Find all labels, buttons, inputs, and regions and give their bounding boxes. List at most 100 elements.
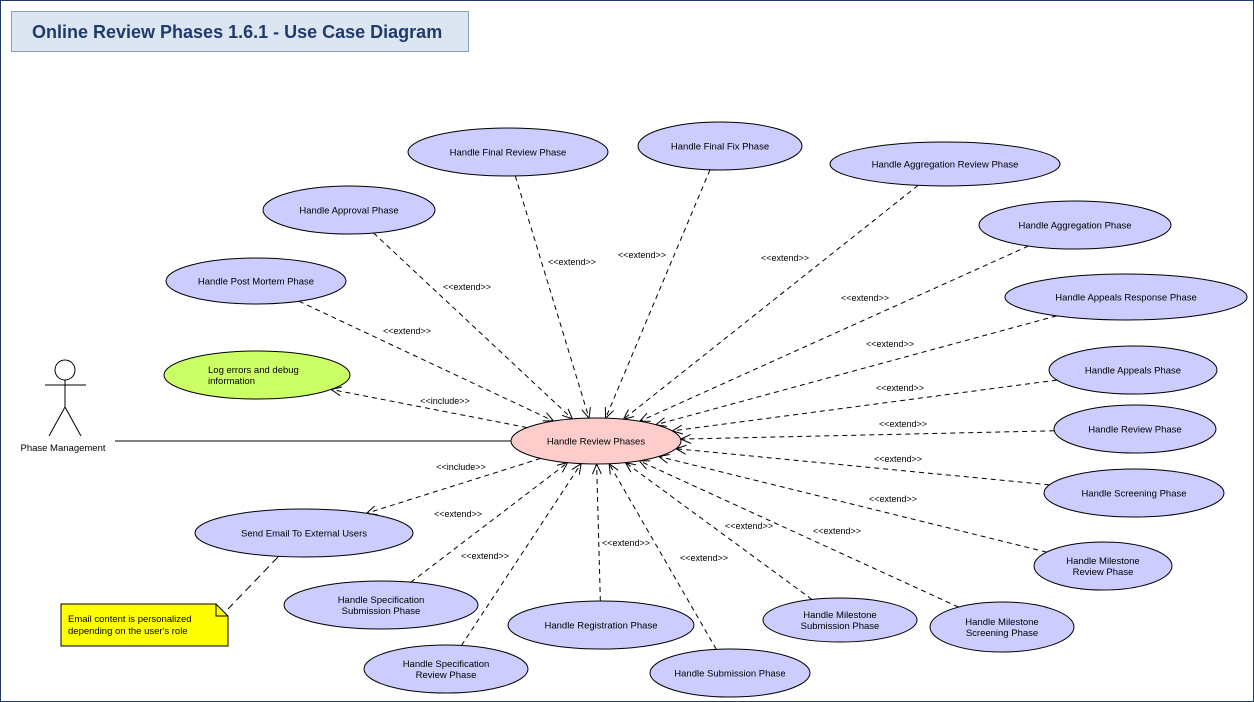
- extend-line-spec-review: [461, 463, 582, 646]
- extend-label: <<extend>>: [602, 538, 650, 548]
- use-case-submission[interactable]: Handle Submission Phase: [649, 648, 811, 698]
- use-case-ellipse: [1053, 404, 1217, 454]
- use-case-approval[interactable]: Handle Approval Phase: [262, 185, 436, 235]
- extend-line-milestone-submission: [625, 462, 813, 600]
- use-case-ellipse: [829, 141, 1061, 187]
- use-case-post-mortem[interactable]: Handle Post Mortem Phase: [165, 257, 347, 305]
- use-case-label: Handle Registration Phase: [544, 621, 657, 632]
- use-case-ellipse: [194, 508, 414, 558]
- extend-line-review: [680, 430, 1055, 440]
- extend-line-final-fix: [605, 169, 711, 419]
- use-case-label: Handle Specification: [403, 659, 490, 670]
- extend-line-appeals-response: [655, 315, 1057, 426]
- title-box: Online Review Phases 1.6.1 - Use Case Di…: [11, 11, 469, 52]
- use-case-final-fix[interactable]: Handle Final Fix Phase: [637, 121, 803, 171]
- include-line-send-email: [366, 457, 541, 514]
- use-case-final-review[interactable]: Handle Final Review Phase: [407, 127, 609, 177]
- use-case-ellipse: [929, 601, 1075, 653]
- use-case-ellipse: [762, 597, 918, 643]
- use-case-label: Log errors and debug: [208, 365, 299, 376]
- use-case-appeals[interactable]: Handle Appeals Phase: [1048, 345, 1218, 395]
- use-case-screening[interactable]: Handle Screening Phase: [1043, 468, 1225, 518]
- use-case-label: Review Phase: [416, 670, 477, 681]
- extend-label: <<extend>>: [866, 339, 914, 349]
- use-case-registration[interactable]: Handle Registration Phase: [507, 600, 695, 650]
- stick-figure-actor-icon: [45, 359, 86, 437]
- use-case-ellipse: [1033, 541, 1173, 591]
- extend-label: <<extend>>: [879, 419, 927, 429]
- use-case-ellipse: [510, 417, 682, 465]
- use-case-label: Screening Phase: [966, 628, 1038, 639]
- use-case-ellipse: [507, 600, 695, 650]
- use-case-ellipse: [363, 644, 529, 694]
- use-case-aggregation[interactable]: Handle Aggregation Phase: [978, 200, 1172, 250]
- use-case-ellipse: [262, 185, 436, 235]
- use-case-label: information: [208, 376, 255, 387]
- use-case-label: Handle Screening Phase: [1081, 489, 1186, 500]
- extend-line-post-mortem: [298, 300, 554, 422]
- use-case-review[interactable]: Handle Review Phase: [1053, 404, 1217, 454]
- note-text: Email content is personalized: [68, 614, 192, 625]
- use-case-label: Handle Aggregation Review Phase: [872, 160, 1019, 171]
- actor-phase-management[interactable]: Phase Management: [20, 359, 106, 454]
- use-case-label: Handle Submission Phase: [674, 669, 785, 680]
- use-case-label: Review Phase: [1073, 567, 1134, 578]
- extend-label: <<extend>>: [876, 383, 924, 393]
- extend-label: <<extend>>: [461, 551, 509, 561]
- use-case-appeals-response[interactable]: Handle Appeals Response Phase: [1004, 273, 1248, 321]
- use-case-handle-review-phases[interactable]: Handle Review Phases: [510, 417, 682, 465]
- diagram-title: Online Review Phases 1.6.1 - Use Case Di…: [32, 22, 443, 42]
- extend-line-appeals: [672, 379, 1057, 432]
- use-case-ellipse: [1004, 273, 1248, 321]
- extend-arrowhead: [608, 462, 619, 475]
- actor-label: Phase Management: [20, 443, 105, 454]
- include-line-log-errors: [331, 388, 528, 429]
- extend-arrowhead: [571, 462, 582, 475]
- use-case-ellipse: [1048, 345, 1218, 395]
- extend-line-aggregation: [639, 245, 1029, 422]
- use-case-label: Handle Milestone: [803, 610, 876, 621]
- extend-line-registration: [596, 463, 601, 602]
- extend-label: <<extend>>: [434, 509, 482, 519]
- extend-line-approval: [373, 232, 573, 420]
- extend-line-spec-submission: [410, 462, 568, 583]
- use-case-label: Handle Aggregation Phase: [1018, 221, 1131, 232]
- extend-line-screening: [675, 448, 1050, 486]
- use-case-label: Send Email To External Users: [241, 529, 367, 540]
- note-text: depending on the user's role: [68, 626, 188, 637]
- use-case-label: Handle Review Phase: [1088, 425, 1181, 436]
- use-case-ellipse: [283, 580, 479, 630]
- use-case-ellipse: [978, 200, 1172, 250]
- use-case-ellipse: [163, 350, 351, 400]
- extend-label: <<extend>>: [680, 553, 728, 563]
- extend-line-milestone-review: [658, 456, 1047, 553]
- relationships: [115, 169, 1057, 650]
- extend-label: <<extend>>: [725, 521, 773, 531]
- extend-arrowhead: [604, 407, 614, 420]
- extend-label: <<extend>>: [841, 293, 889, 303]
- use-case-label: Submission Phase: [342, 606, 421, 617]
- use-case-label: Handle Specification: [338, 595, 425, 606]
- extend-label: <<extend>>: [548, 257, 596, 267]
- use-case-ellipse: [407, 127, 609, 177]
- use-case-ellipse: [165, 257, 347, 305]
- extend-label: <<extend>>: [874, 454, 922, 464]
- use-case-label: Handle Post Mortem Phase: [198, 277, 314, 288]
- use-case-label: Handle Milestone: [1066, 556, 1139, 567]
- extend-label: <<extend>>: [618, 250, 666, 260]
- use-case-send-email[interactable]: Send Email To External Users: [194, 508, 414, 558]
- extend-label: <<extend>>: [443, 282, 491, 292]
- extend-label: <<extend>>: [869, 494, 917, 504]
- use-case-label: Handle Approval Phase: [299, 206, 398, 217]
- note-anchor-line: [227, 556, 279, 610]
- use-case-aggregation-review[interactable]: Handle Aggregation Review Phase: [829, 141, 1061, 187]
